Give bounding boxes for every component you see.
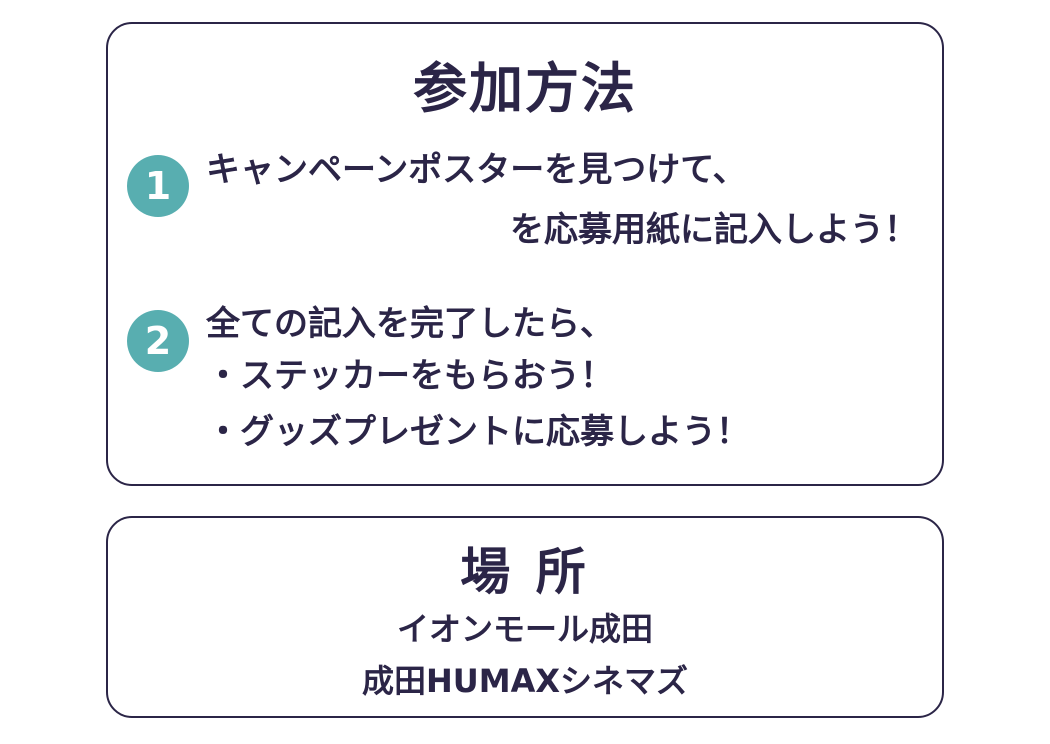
participation-method-title: 参加方法	[413, 57, 637, 120]
step-2-number-badge: 2	[127, 310, 189, 372]
location-title: 場 所	[460, 543, 590, 601]
step-1-number-badge: 1	[127, 155, 189, 217]
step-2-line-2: ・ステッカーをもらおう！	[206, 356, 614, 396]
step-2-line-1: 全ての記入を完了したら、	[206, 304, 614, 344]
step-1-line-1: キャンペーンポスターを見つけて、	[206, 150, 747, 190]
location-item: イオンモール成田	[396, 610, 653, 648]
location-panel: 場 所 イオンモール成田 成田HUMAXシネマズ	[106, 516, 944, 718]
step-1-line-2: を応募用紙に記入しよう！	[510, 210, 918, 250]
participation-method-panel: 参加方法 1 キャンペーンポスターを見つけて、 を応募用紙に記入しよう！ 2 全…	[106, 22, 944, 486]
location-item: 成田HUMAXシネマズ	[361, 662, 689, 700]
step-2-line-3: ・グッズプレゼントに応募しよう！	[206, 412, 750, 452]
